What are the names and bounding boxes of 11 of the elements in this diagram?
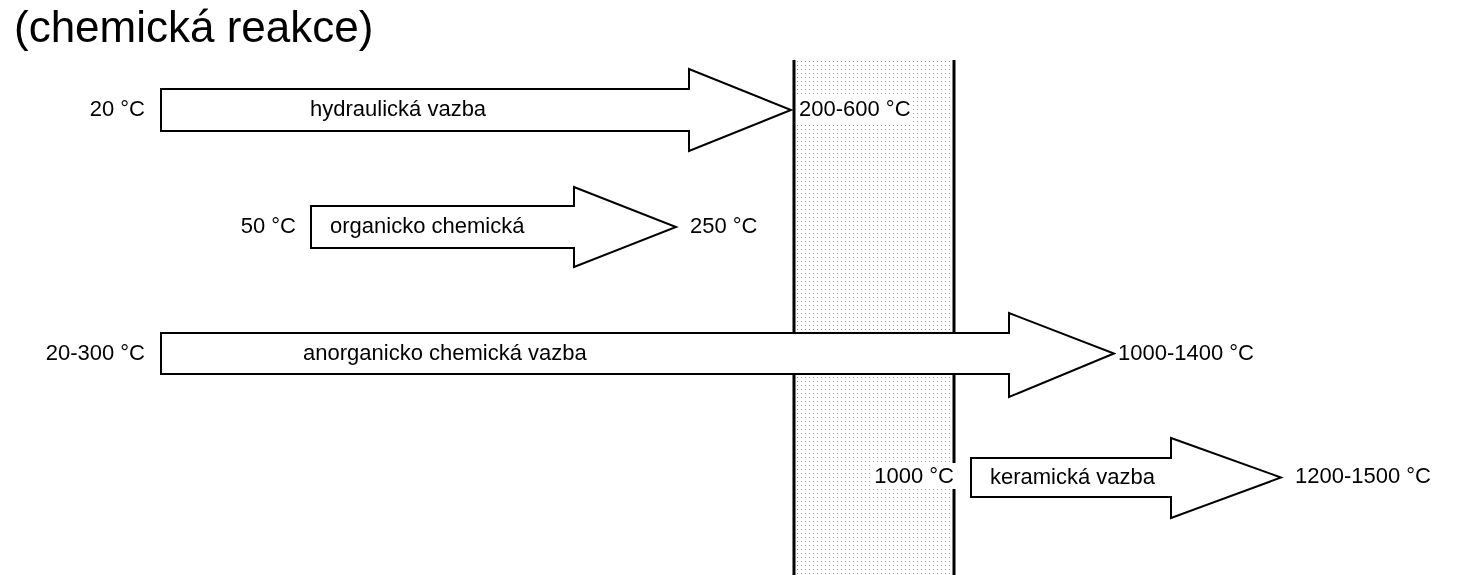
bond-type-label: organicko chemická — [330, 213, 525, 239]
pointed-bar — [310, 186, 677, 268]
bond-type-label: hydraulická vazba — [310, 96, 487, 122]
temperature-label: 200-600 °C — [797, 96, 913, 122]
temperature-label: 1000 °C — [872, 463, 956, 489]
title: (chemická reakce) — [14, 2, 374, 52]
pointed-bar — [160, 312, 1115, 398]
pointed-bar — [970, 437, 1282, 519]
bond-type-label: keramická vazba — [990, 463, 1156, 490]
bond-type-label: anorganicko chemická vazba — [303, 339, 587, 366]
pointed-bar — [160, 68, 792, 152]
